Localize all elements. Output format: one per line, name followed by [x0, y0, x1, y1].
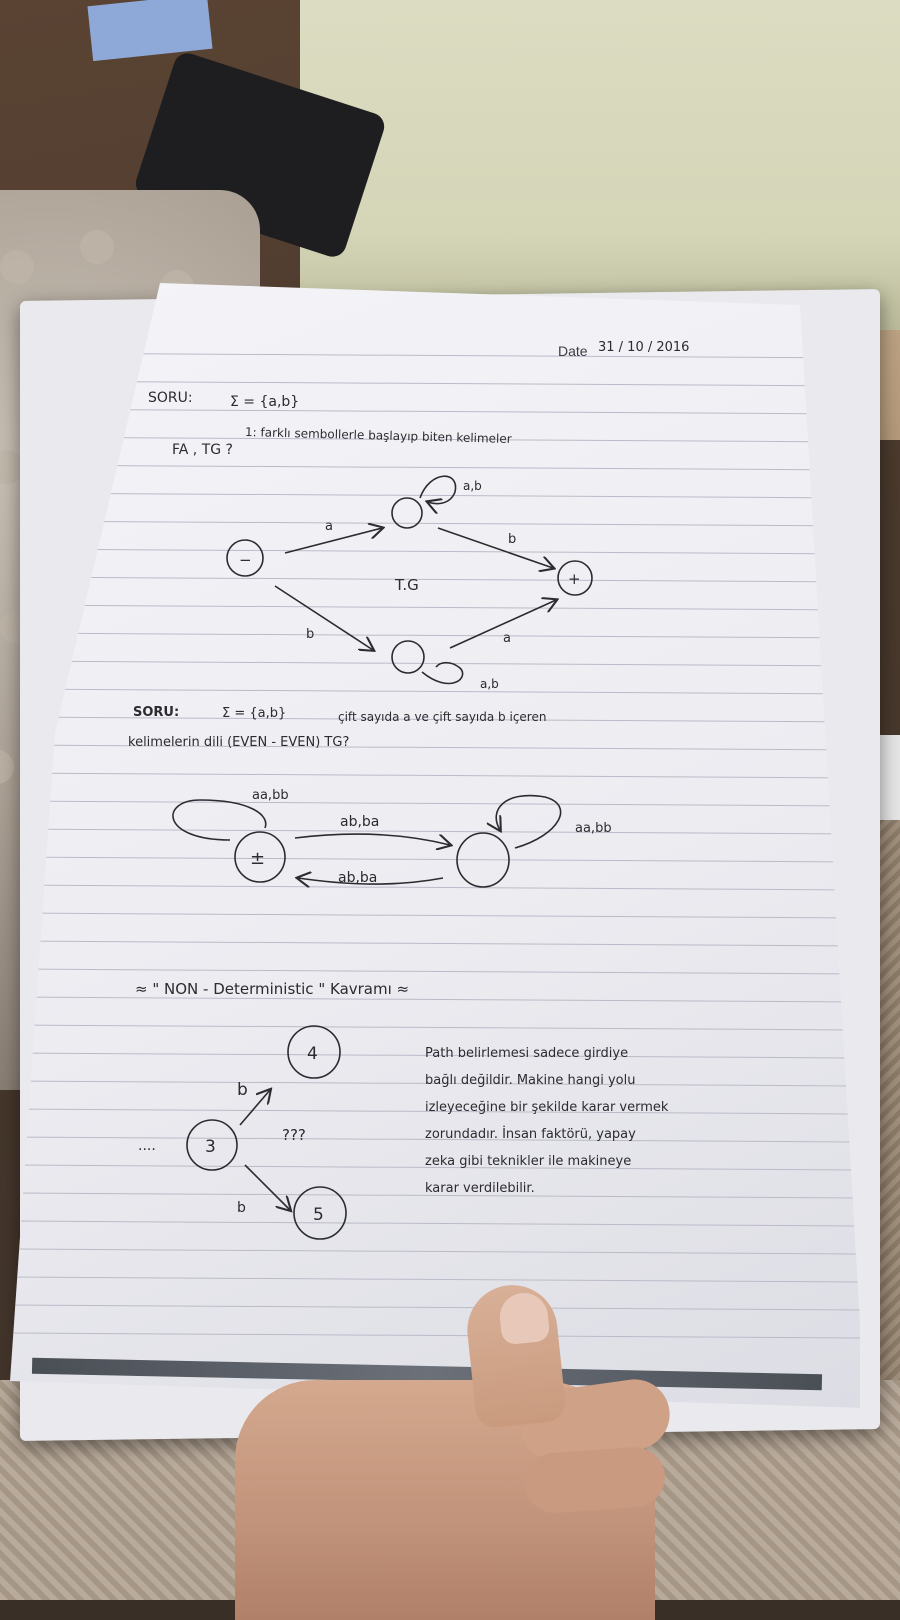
q3-state-4: [287, 1025, 341, 1079]
q2-start-label: ±: [250, 848, 265, 869]
q2-loop-left-label: aa,bb: [252, 788, 289, 803]
q1-loop-top-label: a,b: [463, 479, 482, 493]
q1-edge-a-label: a: [325, 519, 333, 534]
notebook-page: [10, 283, 860, 1408]
q2-other-state: [456, 832, 510, 888]
q2-label: SORU:: [133, 705, 180, 720]
q3-edge-bottom: [244, 1164, 290, 1210]
q1-final-state: [557, 560, 593, 596]
q1-loop-bottom-label: a,b: [480, 677, 499, 691]
date-label: Date: [558, 343, 588, 359]
q1-edge-a-bottom: [449, 600, 556, 649]
ruled-lines: [10, 283, 860, 1413]
q3-state-5: [293, 1186, 347, 1240]
q1-lower-state: [391, 640, 425, 674]
q3-state-3-label: 3: [205, 1137, 216, 1157]
q1-question: FA , TG ?: [172, 442, 233, 458]
q2-edge-forward-label: ab,ba: [340, 814, 379, 830]
q2-edge-back-label: ab,ba: [338, 870, 377, 886]
q3-note: Path belirlemesi sadece girdiye bağlı de…: [425, 1040, 668, 1202]
q2-description: çift sayıda a ve çift sayıda b içeren: [338, 710, 547, 724]
note-line: zorundadır. İnsan faktörü, yapay: [425, 1127, 636, 1142]
q1-upper-state: [391, 497, 423, 529]
q2-loop-left: [172, 799, 267, 841]
q2-edge-back: [298, 878, 444, 884]
q3-state-4-label: 4: [307, 1044, 318, 1064]
q1-edge-a-bottom-label: a: [503, 631, 511, 646]
q3-dots: ....: [138, 1138, 156, 1154]
q1-edge-b-top: [437, 527, 553, 568]
q2-question: kelimelerin dili (EVEN - EVEN) TG?: [128, 735, 350, 750]
note-line: bağlı değildir. Makine hangi yolu: [425, 1073, 636, 1088]
q1-start-label: −: [239, 551, 252, 569]
q3-edge-bottom-label: b: [237, 1200, 246, 1216]
q1-edge-b-bottom: [274, 585, 373, 650]
q1-alphabet: Σ = {a,b}: [230, 394, 300, 410]
q2-loop-right-label: aa,bb: [575, 821, 612, 836]
note-line: zeka gibi teknikler ile makineye: [425, 1154, 632, 1169]
q1-label: SORU:: [148, 390, 193, 406]
q2-alphabet: Σ = {a,b}: [222, 706, 287, 721]
q3-state-3: [186, 1119, 238, 1171]
q1-start-state: [226, 539, 264, 577]
q1-final-label: +: [568, 570, 581, 588]
q2-loop-right: [496, 794, 562, 849]
q3-question-marks: ???: [282, 1126, 306, 1144]
q1-edge-b-label: b: [508, 532, 516, 547]
q1-edge-a-top: [284, 528, 382, 554]
q3-heading: ≈ " NON - Deterministic " Kavramı ≈: [135, 980, 410, 998]
date-value: 31 / 10 / 2016: [598, 340, 690, 355]
cream-fabric: [300, 0, 900, 330]
q3-edge-top-label: b: [237, 1080, 248, 1100]
q1-diagram-label: T.G: [394, 576, 419, 594]
q3-edge-top: [239, 1090, 270, 1126]
q3-state-5-label: 5: [313, 1205, 324, 1225]
q1-loop-top: [419, 475, 457, 503]
q2-edge-forward: [294, 833, 450, 845]
q2-start-state: [234, 831, 286, 883]
q1-edge-b-bottom-label: b: [306, 627, 314, 642]
note-line: Path belirlemesi sadece girdiye: [425, 1046, 629, 1061]
note-line: karar verdilebilir.: [425, 1181, 535, 1196]
note-line: izleyeceğine bir şekilde karar vermek: [425, 1100, 669, 1115]
q1-loop-bottom: [421, 661, 464, 685]
hand-finger: [523, 1445, 667, 1515]
